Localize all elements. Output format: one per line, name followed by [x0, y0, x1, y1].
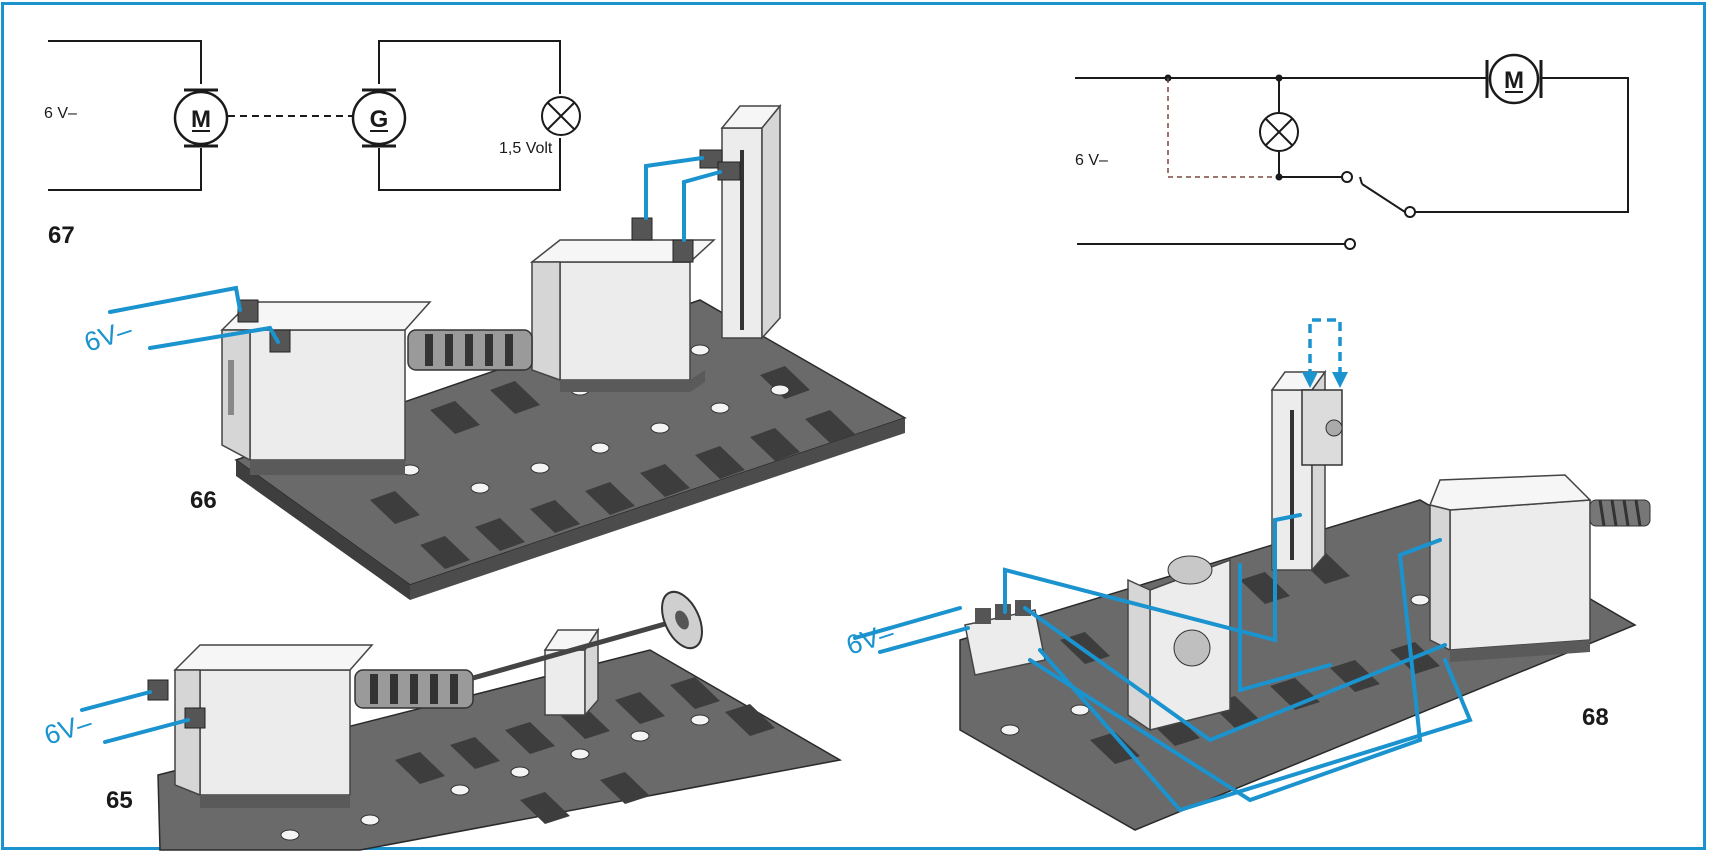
- generator-symbol: G: [351, 88, 407, 148]
- model-66: 6V– 66: [81, 103, 907, 600]
- terminal-icon: [1344, 238, 1356, 250]
- lamp-holder: [1127, 555, 1231, 732]
- baseplate-holes: [280, 714, 710, 841]
- plug-icon: [147, 679, 169, 701]
- model-68: 6V– 68: [843, 318, 1651, 831]
- generator-block: [529, 239, 716, 392]
- figure-number-68: 68: [1582, 704, 1609, 731]
- supply-label-65: 6V–: [41, 707, 96, 750]
- figure-number-65: 65: [106, 787, 133, 814]
- schematic-67: M G 6 V– 1,5 Volt 67: [44, 40, 581, 249]
- wire: [1278, 152, 1342, 178]
- pulley-wheel-icon: [661, 590, 703, 650]
- supply-voltage-label: 6 V–: [44, 105, 77, 122]
- supply-wire: [80, 690, 152, 712]
- supply-label-68: 6V–: [843, 617, 898, 660]
- motor-block: [1428, 474, 1592, 662]
- supply-wire: [853, 606, 962, 640]
- circuit-wire: [1238, 563, 1332, 693]
- shaft-coupling: [407, 329, 533, 371]
- baseplate-slots: [370, 366, 855, 569]
- worm-gear-icon: [1589, 499, 1651, 527]
- figure-number-66: 66: [190, 487, 217, 514]
- lamp-wire: [682, 170, 722, 242]
- lamp-voltage-label: 1,5 Volt: [499, 140, 553, 157]
- motor-symbol: M: [1485, 53, 1543, 105]
- plug-icon: [631, 217, 653, 241]
- wire: [378, 138, 561, 191]
- dashed-arrow-icon: [1302, 318, 1348, 388]
- wire: [48, 148, 202, 191]
- circuit-wire: [1023, 606, 1447, 743]
- bearing-block: [543, 627, 600, 718]
- motor-symbol-letter: M: [191, 106, 211, 133]
- dashed-wire: [1167, 78, 1279, 178]
- supply-label-66: 6V–: [81, 314, 136, 357]
- circuit-wire: [1038, 648, 1473, 813]
- baseplate-slots: [395, 677, 775, 824]
- plug-icon: [237, 299, 259, 323]
- supply-voltage-label: 6 V–: [1075, 152, 1108, 169]
- supply-wire: [878, 626, 970, 654]
- lamp-icon: [1259, 112, 1299, 152]
- switch-post: [1270, 369, 1343, 573]
- drive-shaft: [354, 619, 673, 709]
- wire: [48, 40, 202, 84]
- wire: [1412, 77, 1629, 213]
- supply-wire: [148, 325, 280, 350]
- lamp-wire: [644, 156, 704, 220]
- plug-icon: [184, 707, 206, 729]
- wire: [378, 40, 561, 94]
- supply-wire: [108, 285, 242, 314]
- circuit-wire: [1003, 513, 1302, 643]
- switch-icon: [1341, 171, 1416, 218]
- motor-symbol-letter: M: [1504, 67, 1524, 94]
- figure-number-67: 67: [48, 222, 75, 249]
- schematic-68: M 6 V–: [1075, 53, 1629, 250]
- supply-wire: [103, 718, 190, 744]
- motor-block: [220, 301, 432, 475]
- upright-post: [720, 103, 782, 340]
- generator-symbol-letter: G: [370, 106, 389, 133]
- lamp-icon: [541, 96, 581, 136]
- motor-symbol: M: [173, 88, 229, 148]
- circuit-wire: [1028, 538, 1442, 803]
- model-65: 6V– 65: [41, 590, 843, 851]
- plug-icon: [672, 239, 694, 263]
- motor-block: [173, 644, 374, 808]
